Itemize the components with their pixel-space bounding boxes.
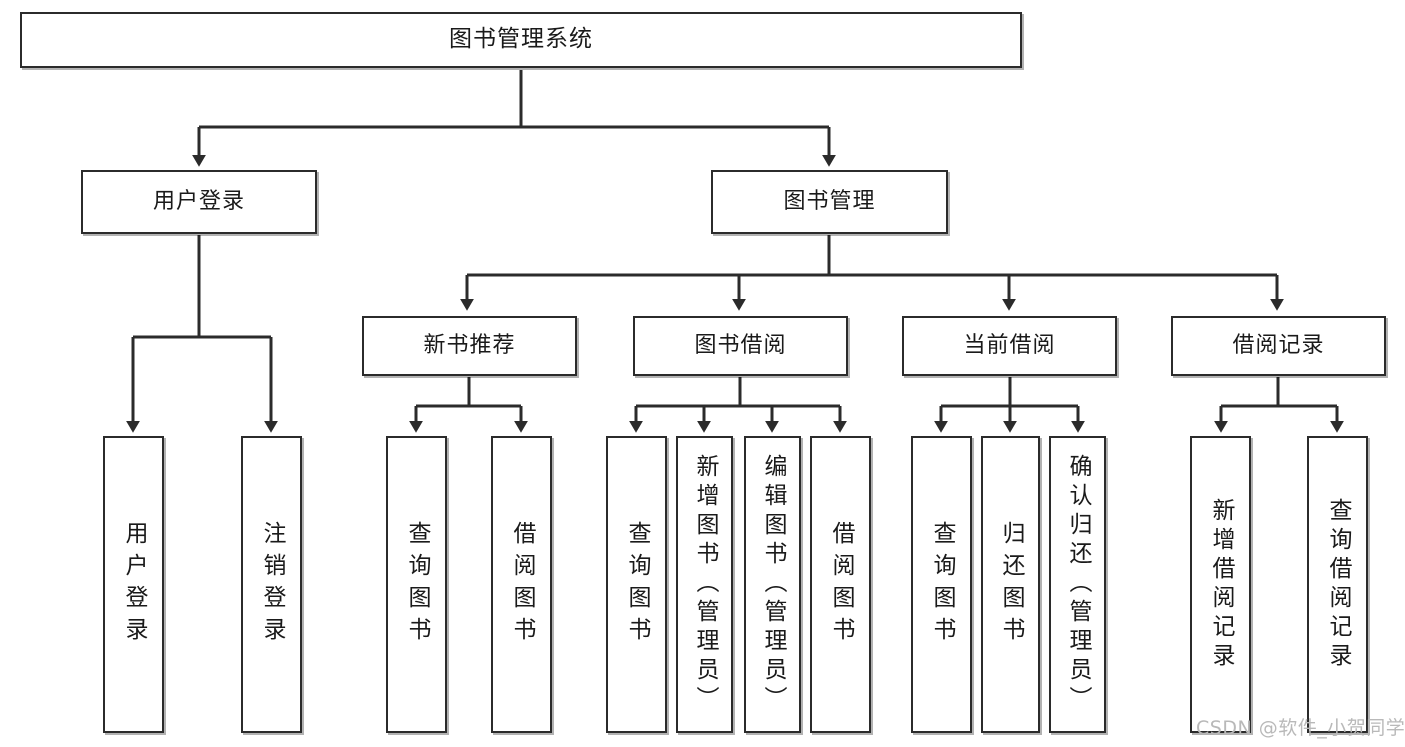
node-new-book-recommend-label: 新书推荐 [423, 332, 516, 358]
leaf-query-book-3[interactable]: 查询图书 [911, 436, 972, 733]
node-user-login[interactable]: 用户登录 [81, 170, 317, 234]
leaf-user-logout[interactable]: 注销登录 [241, 436, 302, 733]
node-book-manage-label: 图书管理 [783, 188, 876, 214]
node-new-book-recommend[interactable]: 新书推荐 [362, 316, 577, 376]
leaf-query-book-3-label: 查询图书 [929, 520, 955, 649]
node-book-manage[interactable]: 图书管理 [711, 170, 948, 234]
leaf-return-book[interactable]: 归还图书 [981, 436, 1040, 733]
leaf-query-book-1[interactable]: 查询图书 [386, 436, 447, 733]
leaf-user-login[interactable]: 用户登录 [103, 436, 164, 733]
leaf-query-book-1-label: 查询图书 [404, 520, 430, 649]
leaf-query-record-label: 查询借阅记录 [1325, 497, 1351, 672]
node-borrow-record[interactable]: 借阅记录 [1171, 316, 1386, 376]
node-current-borrow-label: 当前借阅 [963, 332, 1056, 358]
leaf-add-book[interactable]: 新增图书（管理员） [676, 436, 733, 733]
leaf-confirm-return-label: 确认归还（管理员） [1065, 454, 1091, 715]
node-book-borrow-label: 图书借阅 [694, 332, 787, 358]
leaf-user-logout-label: 注销登录 [259, 520, 285, 649]
leaf-add-record[interactable]: 新增借阅记录 [1190, 436, 1251, 733]
node-root-label: 图书管理系统 [449, 26, 593, 53]
node-user-login-label: 用户登录 [152, 188, 245, 214]
leaf-user-login-label: 用户登录 [121, 520, 147, 649]
leaf-add-record-label: 新增借阅记录 [1208, 497, 1234, 672]
leaf-borrow-book-1-label: 借阅图书 [509, 520, 535, 649]
leaf-query-record[interactable]: 查询借阅记录 [1307, 436, 1368, 733]
node-root[interactable]: 图书管理系统 [20, 12, 1022, 68]
leaf-borrow-book-2[interactable]: 借阅图书 [810, 436, 871, 733]
leaf-borrow-book-1[interactable]: 借阅图书 [491, 436, 552, 733]
leaf-add-book-label: 新增图书（管理员） [692, 454, 718, 715]
leaf-query-book-2[interactable]: 查询图书 [606, 436, 667, 733]
node-current-borrow[interactable]: 当前借阅 [902, 316, 1117, 376]
csdn-watermark: CSDN @软件_小贺同学 [1196, 717, 1405, 739]
leaf-edit-book-label: 编辑图书（管理员） [760, 454, 786, 715]
node-borrow-record-label: 借阅记录 [1232, 332, 1325, 358]
leaf-query-book-2-label: 查询图书 [624, 520, 650, 649]
leaf-confirm-return[interactable]: 确认归还（管理员） [1049, 436, 1106, 733]
leaf-borrow-book-2-label: 借阅图书 [828, 520, 854, 649]
leaf-edit-book[interactable]: 编辑图书（管理员） [744, 436, 801, 733]
node-book-borrow[interactable]: 图书借阅 [633, 316, 848, 376]
leaf-return-book-label: 归还图书 [998, 520, 1024, 649]
